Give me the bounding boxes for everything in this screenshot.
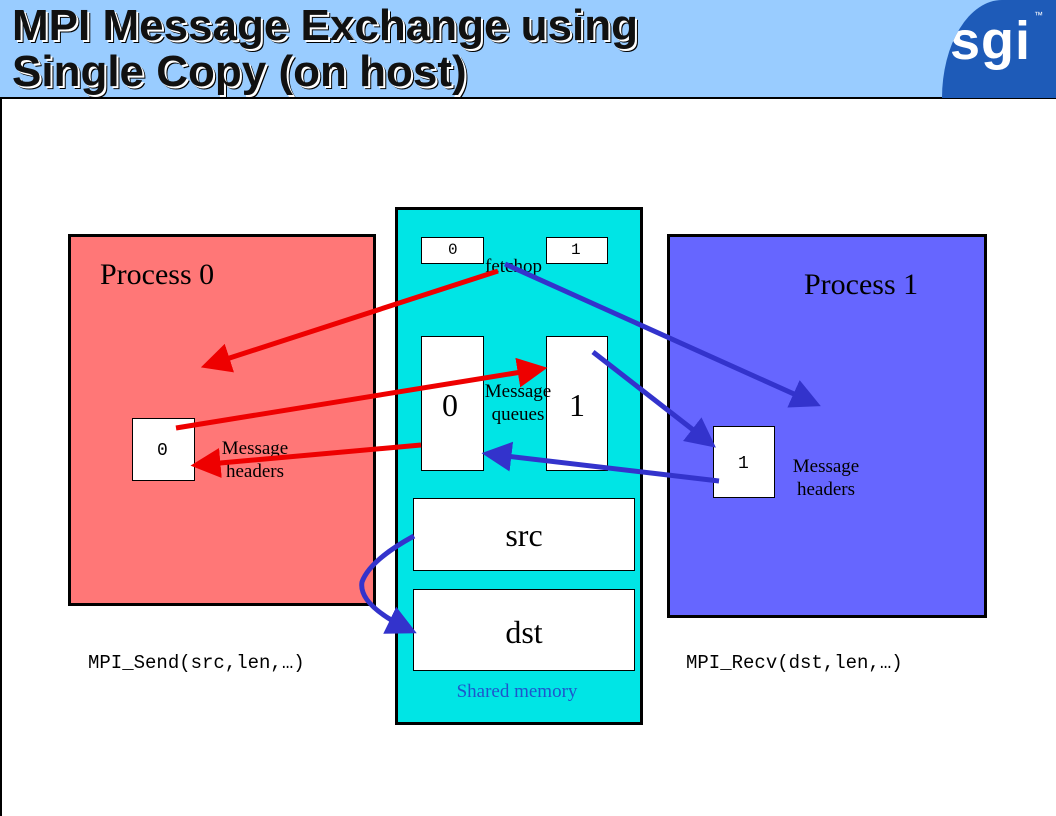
fetchop-cell-0-value: 0 (448, 241, 458, 259)
sgi-logo: sgi ™ (942, 0, 1056, 98)
process-0-header-value: 0 (157, 441, 168, 461)
dst-buffer: dst (413, 589, 635, 671)
process-1-headers-label-line-1: Message (792, 456, 860, 477)
shared-memory-label: Shared memory (456, 681, 578, 702)
src-to-dst-arrow (359, 533, 417, 634)
process-1-headers-label: Message headers (776, 455, 876, 501)
src-buffer-label: src (505, 517, 543, 553)
process-1-label: Process 1 (804, 268, 919, 301)
process-0-headers-label: Message headers (205, 437, 305, 483)
message-queue-1-label: 1 (569, 387, 585, 423)
page-title-line-2: Single Copy (on host) (12, 47, 467, 96)
process-1-header-value: 1 (738, 454, 749, 474)
src-buffer: src (413, 498, 635, 571)
header1-to-queue0-arrow (481, 441, 720, 484)
message-queues-label-line-2: queues (491, 404, 545, 425)
dst-buffer-label: dst (505, 614, 543, 650)
mpi-recv-call: MPI_Recv(dst,len,…) (686, 652, 903, 674)
fetchop-cell-1: 1 (546, 237, 608, 264)
message-queue-1: 1 (546, 336, 608, 471)
mpi-send-call: MPI_Send(src,len,…) (88, 652, 305, 674)
fetchop-cell-1-value: 1 (571, 241, 581, 259)
fetchop-to-process0-arrow (200, 268, 499, 373)
title-divider (0, 97, 1056, 99)
sgi-logo-text: sgi (950, 11, 1032, 71)
left-divider (0, 98, 2, 816)
fetchop-cell-0: 0 (421, 237, 484, 264)
process-1-header-cell: 1 (713, 426, 775, 498)
process-1-headers-label-line-2: headers (796, 479, 856, 500)
process-0-headers-label-line-2: headers (225, 461, 285, 482)
page-title-line-1: MPI Message Exchange using (12, 1, 638, 50)
title-banner (0, 0, 1056, 98)
trademark-symbol: ™ (1034, 10, 1043, 20)
process-0-label: Process 0 (100, 258, 215, 291)
message-queue-0-label: 0 (442, 387, 458, 423)
message-queue-0: 0 (421, 336, 484, 471)
process-0-headers-label-line-1: Message (221, 438, 289, 459)
queue1-to-header1-arrow (591, 350, 716, 448)
header0-to-queue1-arrow (175, 357, 548, 431)
queue0-to-header0-arrow (190, 442, 422, 478)
fetchop-to-process1-arrow (503, 261, 821, 408)
